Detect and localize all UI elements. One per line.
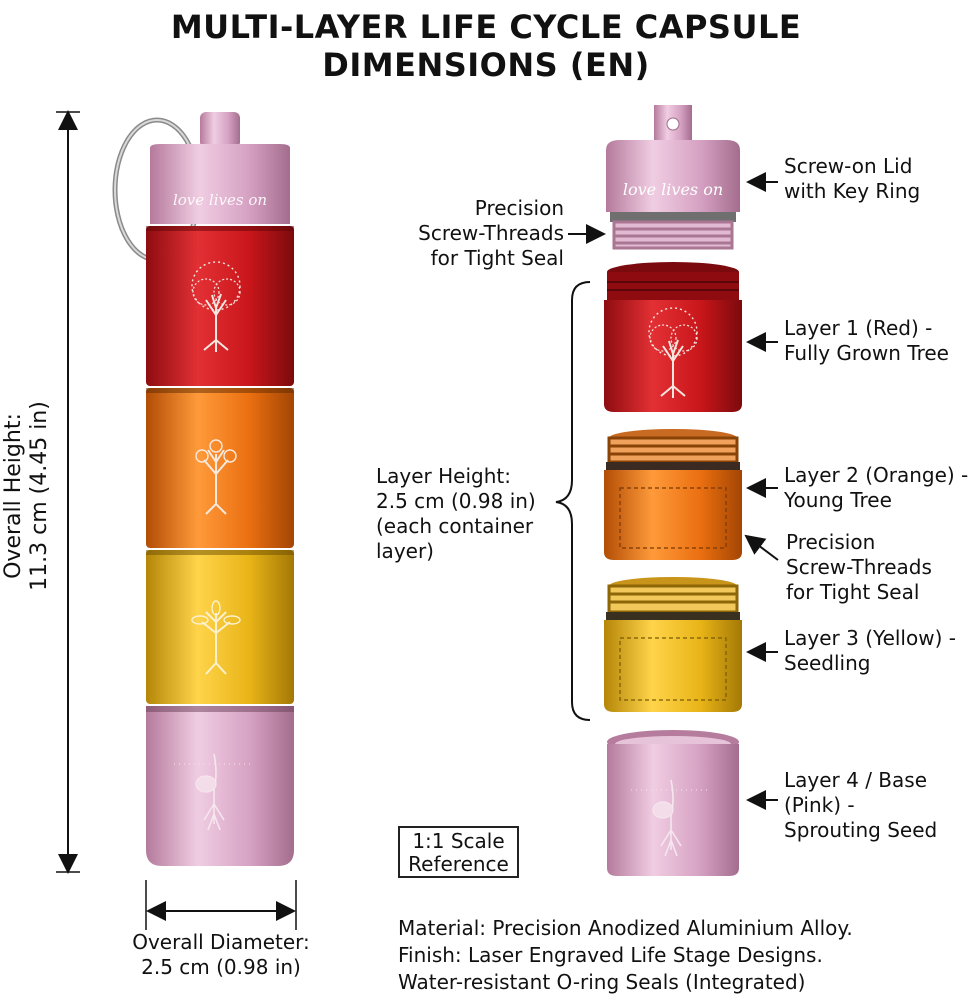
exploded-layer-red	[604, 262, 742, 412]
exploded-layer-orange	[604, 429, 742, 560]
footer-finish: Finish: Laser Engraved Life Stage Design…	[398, 943, 823, 967]
layer4-callout: Layer 4 / Base (Pink) - Sprouting Seed	[784, 768, 938, 842]
footer-material: Material: Precision Anodized Aluminium A…	[398, 916, 853, 940]
engraving-text: love lives on	[173, 191, 267, 209]
overall-diameter-label: Overall Diameter: 2.5 cm (0.98 in)	[132, 930, 310, 979]
layer1-callout: Layer 1 (Red) - Fully Grown Tree	[784, 316, 949, 365]
page-title: MULTI-LAYER LIFE CYCLE CAPSULE	[170, 8, 802, 46]
scale-reference-box: 1:1 Scale Reference	[398, 826, 519, 878]
layer-height-callout: Layer Height: 2.5 cm (0.98 in) (each con…	[376, 464, 536, 563]
overall-height-label: Overall Height: 11.3 cm (4.45 in)	[1, 401, 52, 591]
layer-height-brace	[555, 281, 591, 721]
exploded-lid: love lives on	[606, 105, 740, 250]
lid-engraving: love lives on	[623, 180, 723, 199]
threads-mid-callout: Precision Screw-Threads for Tight Seal	[786, 530, 932, 604]
assembled-capsule: love lives on	[112, 112, 294, 866]
layer2-callout: Layer 2 (Orange) - Young Tree	[784, 463, 969, 512]
layer3-callout: Layer 3 (Yellow) - Seedling	[784, 626, 956, 675]
exploded-layer-pink	[607, 730, 739, 876]
lid-callout: Screw-on Lid with Key Ring	[784, 154, 921, 203]
exploded-layer-yellow	[604, 577, 742, 712]
footer-seals: Water-resistant O-ring Seals (Integrated…	[398, 970, 806, 994]
threads-top-callout: Precision Screw-Threads for Tight Seal	[418, 196, 564, 270]
page-subtitle: DIMENSIONS (EN)	[322, 46, 650, 84]
scale-reference-label: 1:1 Scale Reference	[408, 829, 509, 876]
